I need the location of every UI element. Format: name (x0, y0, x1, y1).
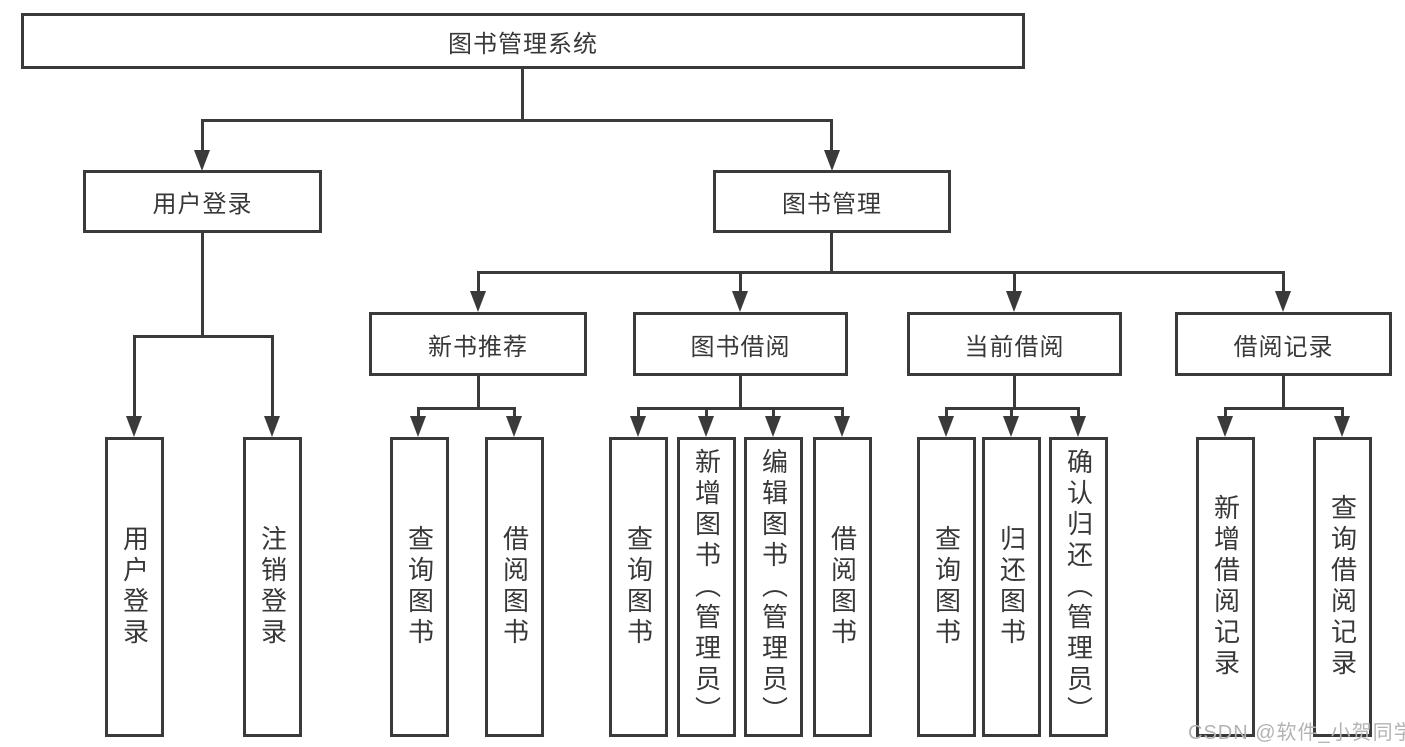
arrowhead-down-icon (938, 416, 954, 437)
leaf-user-login: 用户登录 (105, 437, 164, 737)
connector-new-book-stem (477, 376, 480, 410)
csdn-watermark: CSDN @软件_小贺同学 (1188, 722, 1405, 744)
leaf-add-book-admin: 新增图书（管理员） (677, 437, 736, 737)
arrowhead-down-icon (698, 416, 714, 437)
node-new-book-recommend-label: 新书推荐 (428, 333, 528, 361)
leaf-add-borrow-record: 新增借阅记录 (1196, 437, 1255, 737)
arrowhead-down-icon (1006, 291, 1022, 312)
leaf-confirm-return-admin-label: 确认归还（管理员） (1063, 447, 1094, 727)
leaf-edit-book-admin: 编辑图书（管理员） (744, 437, 803, 737)
leaf-user-login-label: 用户登录 (119, 525, 150, 649)
leaf-add-book-admin-label: 新增图书（管理员） (691, 447, 722, 727)
connector-drop-leaf (705, 407, 708, 420)
leaf-return-books-label: 归还图书 (996, 525, 1027, 649)
connector-borrow-records-stem (1282, 376, 1285, 410)
connector-drop-leaf (1224, 407, 1227, 420)
connector-drop-leaf (772, 407, 775, 420)
connector-user-login-split (133, 335, 274, 338)
connector-drop-leaf (841, 407, 844, 420)
connector-book-management-stem (830, 233, 833, 274)
arrowhead-down-icon (732, 291, 748, 312)
node-current-borrow-label: 当前借阅 (964, 333, 1065, 361)
connector-drop-leaf (271, 335, 274, 418)
node-book-borrow-label: 图书借阅 (690, 333, 791, 361)
connector-user-login-stem (201, 233, 204, 337)
connector-book-borrow-stem (739, 376, 742, 410)
leaf-query-books-borrow: 查询图书 (609, 437, 668, 737)
leaf-query-books-recommend: 查询图书 (390, 437, 449, 737)
connector-book-management-split (477, 271, 1284, 274)
arrowhead-down-icon (126, 416, 142, 437)
node-new-book-recommend: 新书推荐 (369, 312, 587, 376)
connector-book-borrow-split (637, 407, 843, 410)
arrowhead-down-icon (194, 150, 210, 171)
leaf-borrow-books-borrow: 借阅图书 (813, 437, 872, 737)
leaf-query-books-current-label: 查询图书 (931, 525, 962, 649)
connector-root-stem (521, 69, 524, 121)
leaf-confirm-return-admin: 确认归还（管理员） (1049, 437, 1108, 737)
arrowhead-down-icon (264, 416, 280, 437)
node-book-management: 图书管理 (713, 170, 951, 233)
connector-drop-leaf (133, 335, 136, 418)
arrowhead-down-icon (824, 150, 840, 171)
leaf-edit-book-admin-label: 编辑图书（管理员） (758, 447, 789, 727)
arrowhead-down-icon (1003, 416, 1019, 437)
connector-drop-leaf (945, 407, 948, 420)
connector-drop-leaf (417, 407, 420, 420)
leaf-return-books: 归还图书 (982, 437, 1041, 737)
leaf-query-borrow-record-label: 查询借阅记录 (1327, 494, 1358, 680)
connector-new-book-split (417, 407, 516, 410)
node-book-borrow: 图书借阅 (633, 312, 848, 376)
connector-drop-user-login (201, 119, 204, 157)
node-borrow-records: 借阅记录 (1175, 312, 1392, 376)
leaf-add-borrow-record-label: 新增借阅记录 (1210, 494, 1241, 680)
connector-drop-level3 (739, 271, 742, 293)
leaf-query-books-borrow-label: 查询图书 (623, 525, 654, 649)
leaf-query-books-recommend-label: 查询图书 (404, 525, 435, 649)
connector-drop-book-management (830, 119, 833, 157)
leaf-borrow-books-recommend: 借阅图书 (485, 437, 544, 737)
node-book-management-label: 图书管理 (782, 191, 882, 218)
arrowhead-down-icon (630, 416, 646, 437)
leaf-query-books-current: 查询图书 (917, 437, 976, 737)
connector-current-borrow-stem (1013, 376, 1016, 410)
node-current-borrow: 当前借阅 (907, 312, 1122, 376)
arrowhead-down-icon (1070, 416, 1086, 437)
connector-drop-level3 (477, 271, 480, 293)
arrowhead-down-icon (834, 416, 850, 437)
connector-drop-leaf (1077, 407, 1080, 420)
node-user-login: 用户登录 (83, 170, 322, 233)
arrowhead-down-icon (410, 416, 426, 437)
arrowhead-down-icon (470, 291, 486, 312)
connector-root-split (201, 119, 833, 122)
leaf-logout-label: 注销登录 (257, 525, 288, 649)
connector-drop-leaf (1341, 407, 1344, 420)
node-user-login-label: 用户登录 (152, 191, 253, 218)
leaf-borrow-books-recommend-label: 借阅图书 (499, 525, 530, 649)
node-borrow-records-label: 借阅记录 (1233, 333, 1334, 361)
node-root-label: 图书管理系统 (448, 30, 598, 58)
connector-drop-leaf (637, 407, 640, 420)
connector-drop-leaf (513, 407, 516, 420)
connector-drop-level3 (1282, 271, 1285, 293)
arrowhead-down-icon (1217, 416, 1233, 437)
node-root: 图书管理系统 (21, 13, 1025, 69)
leaf-borrow-books-borrow-label: 借阅图书 (827, 525, 858, 649)
arrowhead-down-icon (1334, 416, 1350, 437)
connector-drop-level3 (1013, 271, 1016, 293)
arrowhead-down-icon (765, 416, 781, 437)
leaf-logout: 注销登录 (243, 437, 302, 737)
arrowhead-down-icon (506, 416, 522, 437)
connector-drop-leaf (1010, 407, 1013, 420)
leaf-query-borrow-record: 查询借阅记录 (1313, 437, 1372, 737)
connector-borrow-records-split (1224, 407, 1343, 410)
arrowhead-down-icon (1275, 291, 1291, 312)
